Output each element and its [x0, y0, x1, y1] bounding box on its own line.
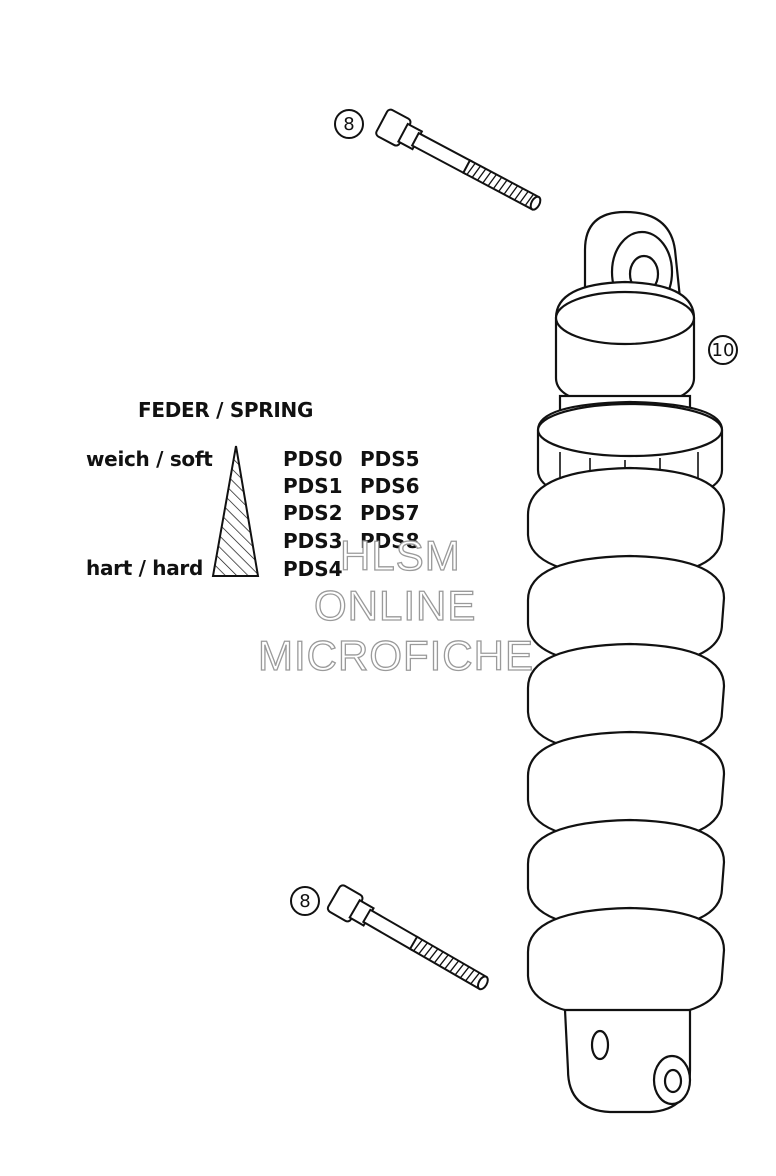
spring-code: PDS7 — [360, 501, 420, 525]
callout-shock: 10 — [708, 335, 738, 365]
spring-code: PDS3 — [283, 529, 343, 553]
spring-code: PDS1 — [283, 474, 343, 498]
top-bolt — [375, 108, 542, 211]
callout-bottom-bolt: 8 — [290, 886, 320, 916]
bottom-bolt — [326, 884, 489, 991]
watermark-line-2: ONLINE — [313, 581, 477, 629]
soft-label: weich / soft — [86, 447, 213, 471]
spring-rate-wedge — [211, 445, 260, 577]
shock-absorber — [526, 210, 726, 1114]
spring-code: PDS6 — [360, 474, 420, 498]
spring-coils — [526, 466, 726, 1020]
spring-code: PDS0 — [283, 447, 343, 471]
hard-label: hart / hard — [86, 556, 204, 580]
watermark-line-1: HLSM — [339, 531, 461, 579]
spring-code: PDS4 — [283, 557, 343, 581]
watermark-line-3: MICROFICHE — [257, 631, 534, 679]
spring-code: PDS2 — [283, 501, 343, 525]
legend-title: FEDER / SPRING — [138, 398, 314, 422]
spring-code: PDS8 — [360, 529, 420, 553]
spring-code: PDS5 — [360, 447, 420, 471]
callout-top-bolt: 8 — [334, 109, 364, 139]
